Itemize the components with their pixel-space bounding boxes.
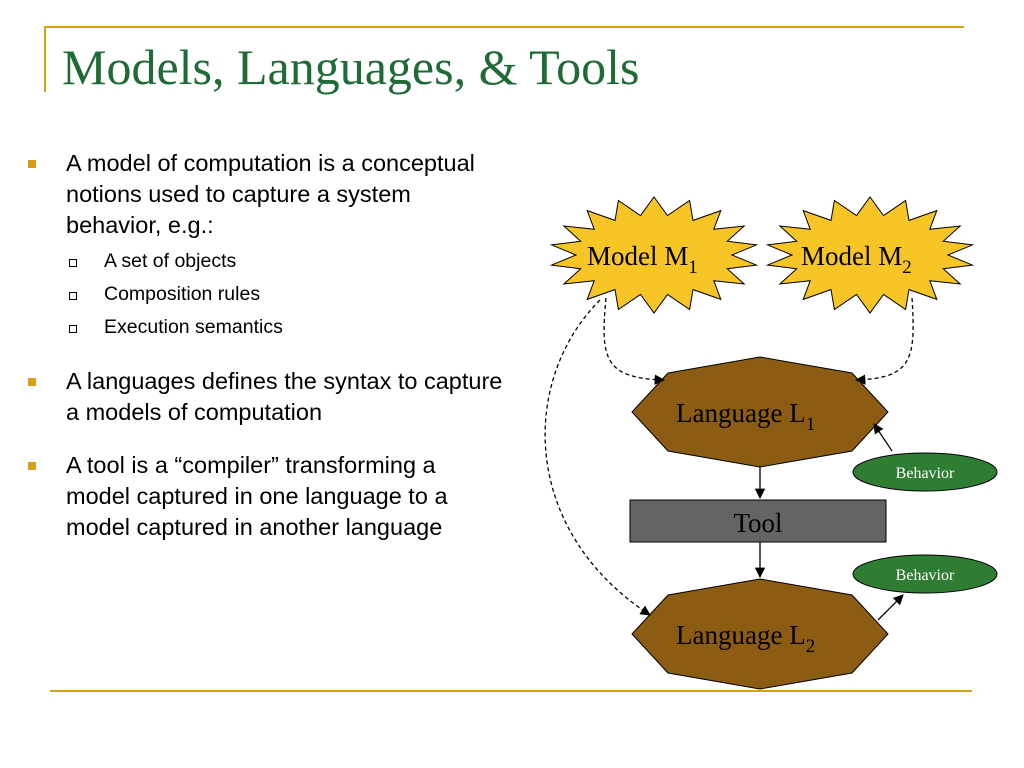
hollow-square-bullet-icon: [69, 325, 77, 333]
sub-bullet-text: Composition rules: [104, 283, 261, 305]
language-l2-shape: [631, 578, 889, 690]
tool-node: Tool: [629, 499, 887, 543]
behavior-2-node: Behavior: [852, 554, 998, 594]
sub-bullet: Execution semantics: [66, 311, 503, 344]
slide-title: Models, Languages, & Tools: [62, 39, 640, 95]
bullet-model-of-computation: A model of computation is a conceptual n…: [28, 148, 503, 344]
bullet-text: A languages defines the syntax to captur…: [66, 368, 503, 425]
square-bullet-icon: [28, 160, 36, 168]
bottom-rule: [50, 690, 972, 692]
tool-label: Tool: [733, 508, 782, 538]
behavior-1-node: Behavior: [852, 452, 998, 492]
behavior-1-label: Behavior: [896, 465, 955, 482]
square-bullet-icon: [28, 378, 36, 386]
bullet-text: A tool is a “compiler” transforming a mo…: [66, 452, 448, 540]
sub-bullet: A set of objects: [66, 245, 503, 278]
hollow-square-bullet-icon: [69, 259, 77, 267]
starburst-shape: [549, 196, 759, 314]
language-l1-label: Language L1: [676, 398, 815, 435]
arrow-behavior-1-to-l1: [873, 423, 893, 452]
model-m1-node: Model M1: [549, 196, 759, 314]
model-m2-node: Model M2: [765, 196, 975, 314]
model-m2-label: Model M2: [801, 241, 912, 278]
bullet-text: A model of computation is a conceptual n…: [66, 150, 475, 238]
title-rule-horizontal: [44, 26, 964, 28]
language-l1-node: Language L1: [631, 356, 889, 468]
title-rule-vertical: [44, 26, 46, 92]
sub-bullet-list: A set of objects Composition rules Execu…: [66, 245, 503, 344]
language-l2-node: Language L2: [631, 578, 889, 690]
bullet-language: A languages defines the syntax to captur…: [28, 366, 503, 428]
tool-box: [629, 499, 887, 543]
hollow-square-bullet-icon: [69, 292, 77, 300]
arrow-m2-to-l1: [854, 297, 914, 385]
behavior-1-ellipse: [852, 452, 998, 492]
bullet-list: A model of computation is a conceptual n…: [28, 148, 503, 565]
model-m1-label: Model M1: [587, 241, 698, 278]
arrow-m1-to-l2: [544, 299, 651, 616]
square-bullet-icon: [28, 462, 36, 470]
arrow-m1-to-l1: [603, 297, 666, 385]
language-l1-shape: [631, 356, 889, 468]
sub-bullet: Composition rules: [66, 278, 503, 311]
sub-bullet-text: Execution semantics: [104, 316, 283, 338]
bullet-tool: A tool is a “compiler” transforming a mo…: [28, 450, 503, 543]
behavior-2-label: Behavior: [896, 567, 955, 584]
starburst-shape: [765, 196, 975, 314]
arrow-l2-to-behavior-2: [877, 594, 904, 621]
behavior-2-ellipse: [852, 554, 998, 594]
sub-bullet-text: A set of objects: [104, 250, 237, 272]
language-l2-label: Language L2: [676, 620, 815, 657]
